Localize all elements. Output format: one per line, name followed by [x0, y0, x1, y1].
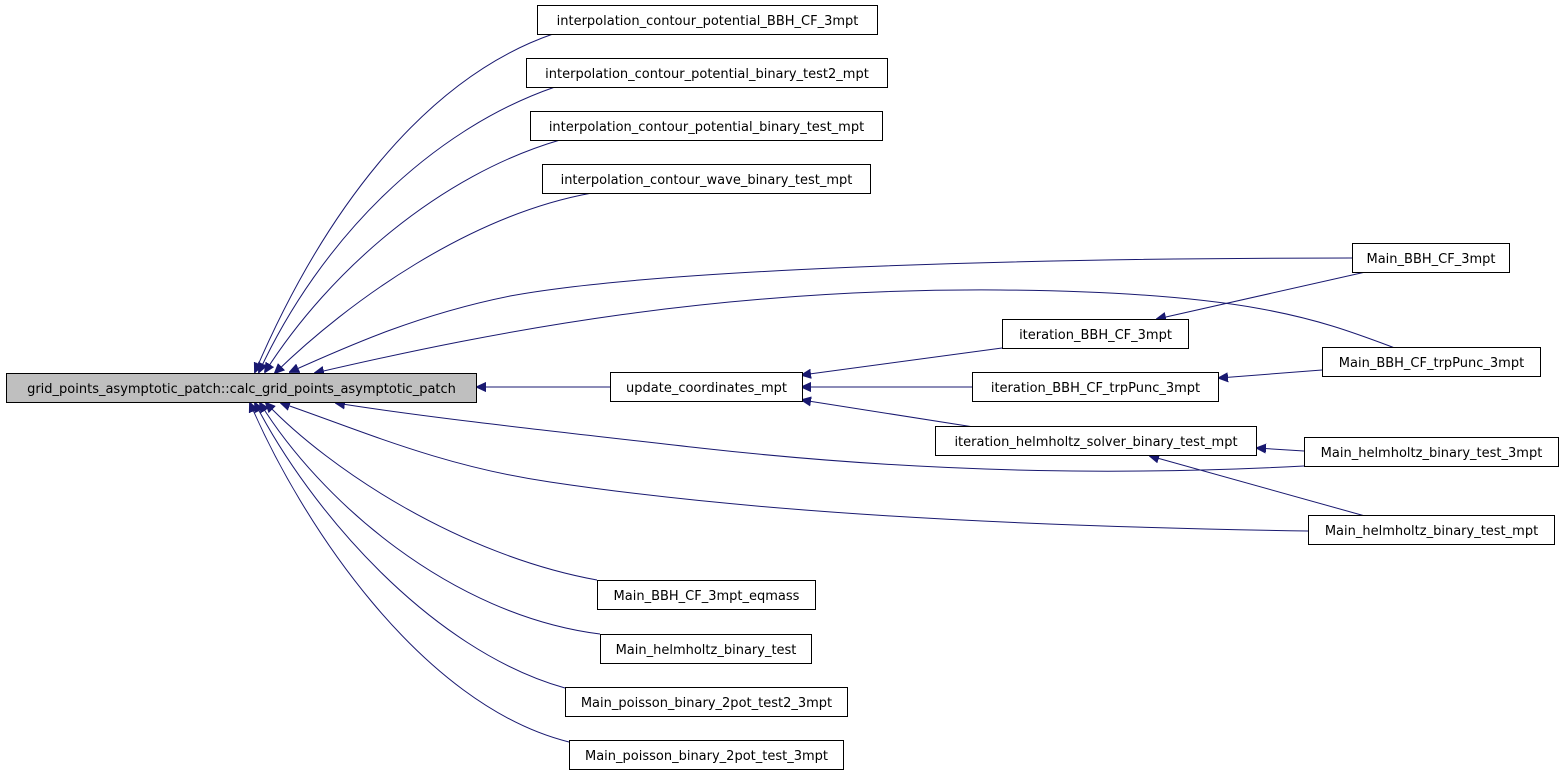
edge-iter-bbh-to-update: [802, 347, 1003, 375]
node-label: grid_points_asymptotic_patch::calc_grid_…: [27, 382, 456, 397]
node-label: Main_BBH_CF_trpPunc_3mpt: [1339, 356, 1524, 371]
node-iteration-helmholtz-solver-binary-test-mpt[interactable]: iteration_helmholtz_solver_binary_test_m…: [935, 426, 1257, 456]
node-label: interpolation_contour_potential_binary_t…: [545, 67, 869, 82]
node-main-bbh-cf-trppunc-3mpt[interactable]: Main_BBH_CF_trpPunc_3mpt: [1322, 347, 1541, 377]
node-label: iteration_helmholtz_solver_binary_test_m…: [954, 435, 1237, 450]
edge-main-helm-to-root: [260, 403, 601, 635]
edge-main-bbh-to-iter-bbh: [1157, 270, 1371, 319]
edge-main-poisson2-to-root: [255, 403, 566, 689]
node-label: Main_helmholtz_binary_test_mpt: [1325, 524, 1538, 539]
edges: [250, 33, 1396, 743]
node-main-helmholtz-binary-test-3mpt[interactable]: Main_helmholtz_binary_test_3mpt: [1304, 437, 1559, 467]
node-label: Main_poisson_binary_2pot_test2_3mpt: [581, 696, 832, 711]
edge-interp-test2-to-root: [259, 86, 556, 372]
node-iteration-bbh-cf-3mpt[interactable]: iteration_BBH_CF_3mpt: [1002, 319, 1189, 349]
edge-main-trp-to-iter-trp: [1219, 369, 1323, 378]
node-main-helmholtz-binary-test[interactable]: Main_helmholtz_binary_test: [600, 634, 812, 664]
edge-iter-helm-to-update: [802, 400, 981, 429]
edge-interp-wave-to-root: [275, 192, 593, 373]
node-interpolation-contour-wave-binary-test-mpt[interactable]: interpolation_contour_wave_binary_test_m…: [542, 164, 871, 194]
node-label: interpolation_contour_potential_binary_t…: [549, 120, 864, 135]
edge-main-bbh-to-root: [290, 257, 1353, 372]
node-label: Main_poisson_binary_2pot_test_3mpt: [585, 749, 828, 764]
edge-main-eqmass-to-root: [266, 403, 598, 581]
edge-main-helm-mpt-to-root: [281, 403, 1309, 532]
node-label: Main_helmholtz_binary_test_3mpt: [1321, 446, 1543, 461]
node-label: Main_helmholtz_binary_test: [616, 643, 797, 658]
edge-main-helm-3mpt-to-iter-helm: [1257, 448, 1305, 451]
edge-main-poisson-to-root: [250, 403, 570, 743]
node-label: iteration_BBH_CF_trpPunc_3mpt: [991, 381, 1200, 396]
node-label: interpolation_contour_potential_BBH_CF_3…: [557, 14, 859, 29]
node-iteration-bbh-cf-trppunc-3mpt[interactable]: iteration_BBH_CF_trpPunc_3mpt: [972, 372, 1219, 402]
edge-main-helm-3mpt-to-root: [336, 403, 1305, 472]
node-main-poisson-binary-2pot-test2-3mpt[interactable]: Main_poisson_binary_2pot_test2_3mpt: [565, 687, 848, 717]
edge-main-helm-mpt-to-iter-helm: [1150, 456, 1366, 517]
node-label: update_coordinates_mpt: [626, 381, 787, 396]
node-root[interactable]: grid_points_asymptotic_patch::calc_grid_…: [6, 373, 477, 403]
edge-interp-test-to-root: [265, 139, 561, 372]
nodes: grid_points_asymptotic_patch::calc_grid_…: [6, 5, 1559, 770]
node-main-poisson-binary-2pot-test-3mpt[interactable]: Main_poisson_binary_2pot_test_3mpt: [569, 740, 844, 770]
node-main-helmholtz-binary-test-mpt[interactable]: Main_helmholtz_binary_test_mpt: [1308, 515, 1555, 545]
node-label: iteration_BBH_CF_3mpt: [1019, 328, 1172, 343]
node-label: Main_BBH_CF_3mpt_eqmass: [614, 589, 800, 604]
node-main-bbh-cf-3mpt-eqmass[interactable]: Main_BBH_CF_3mpt_eqmass: [597, 580, 816, 610]
node-interpolation-contour-potential-binary-test-mpt[interactable]: interpolation_contour_potential_binary_t…: [530, 111, 883, 141]
node-label: Main_BBH_CF_3mpt: [1367, 252, 1496, 267]
node-update-coordinates-mpt[interactable]: update_coordinates_mpt: [610, 372, 803, 402]
node-interpolation-contour-potential-bbh-cf-3mpt[interactable]: interpolation_contour_potential_BBH_CF_3…: [537, 5, 878, 35]
node-interpolation-contour-potential-binary-test2-mpt[interactable]: interpolation_contour_potential_binary_t…: [526, 58, 888, 88]
edge-main-trp-to-root: [315, 289, 1396, 373]
edge-interp-bbh-to-root: [255, 33, 554, 372]
node-main-bbh-cf-3mpt[interactable]: Main_BBH_CF_3mpt: [1352, 243, 1510, 273]
node-label: interpolation_contour_wave_binary_test_m…: [561, 173, 853, 188]
